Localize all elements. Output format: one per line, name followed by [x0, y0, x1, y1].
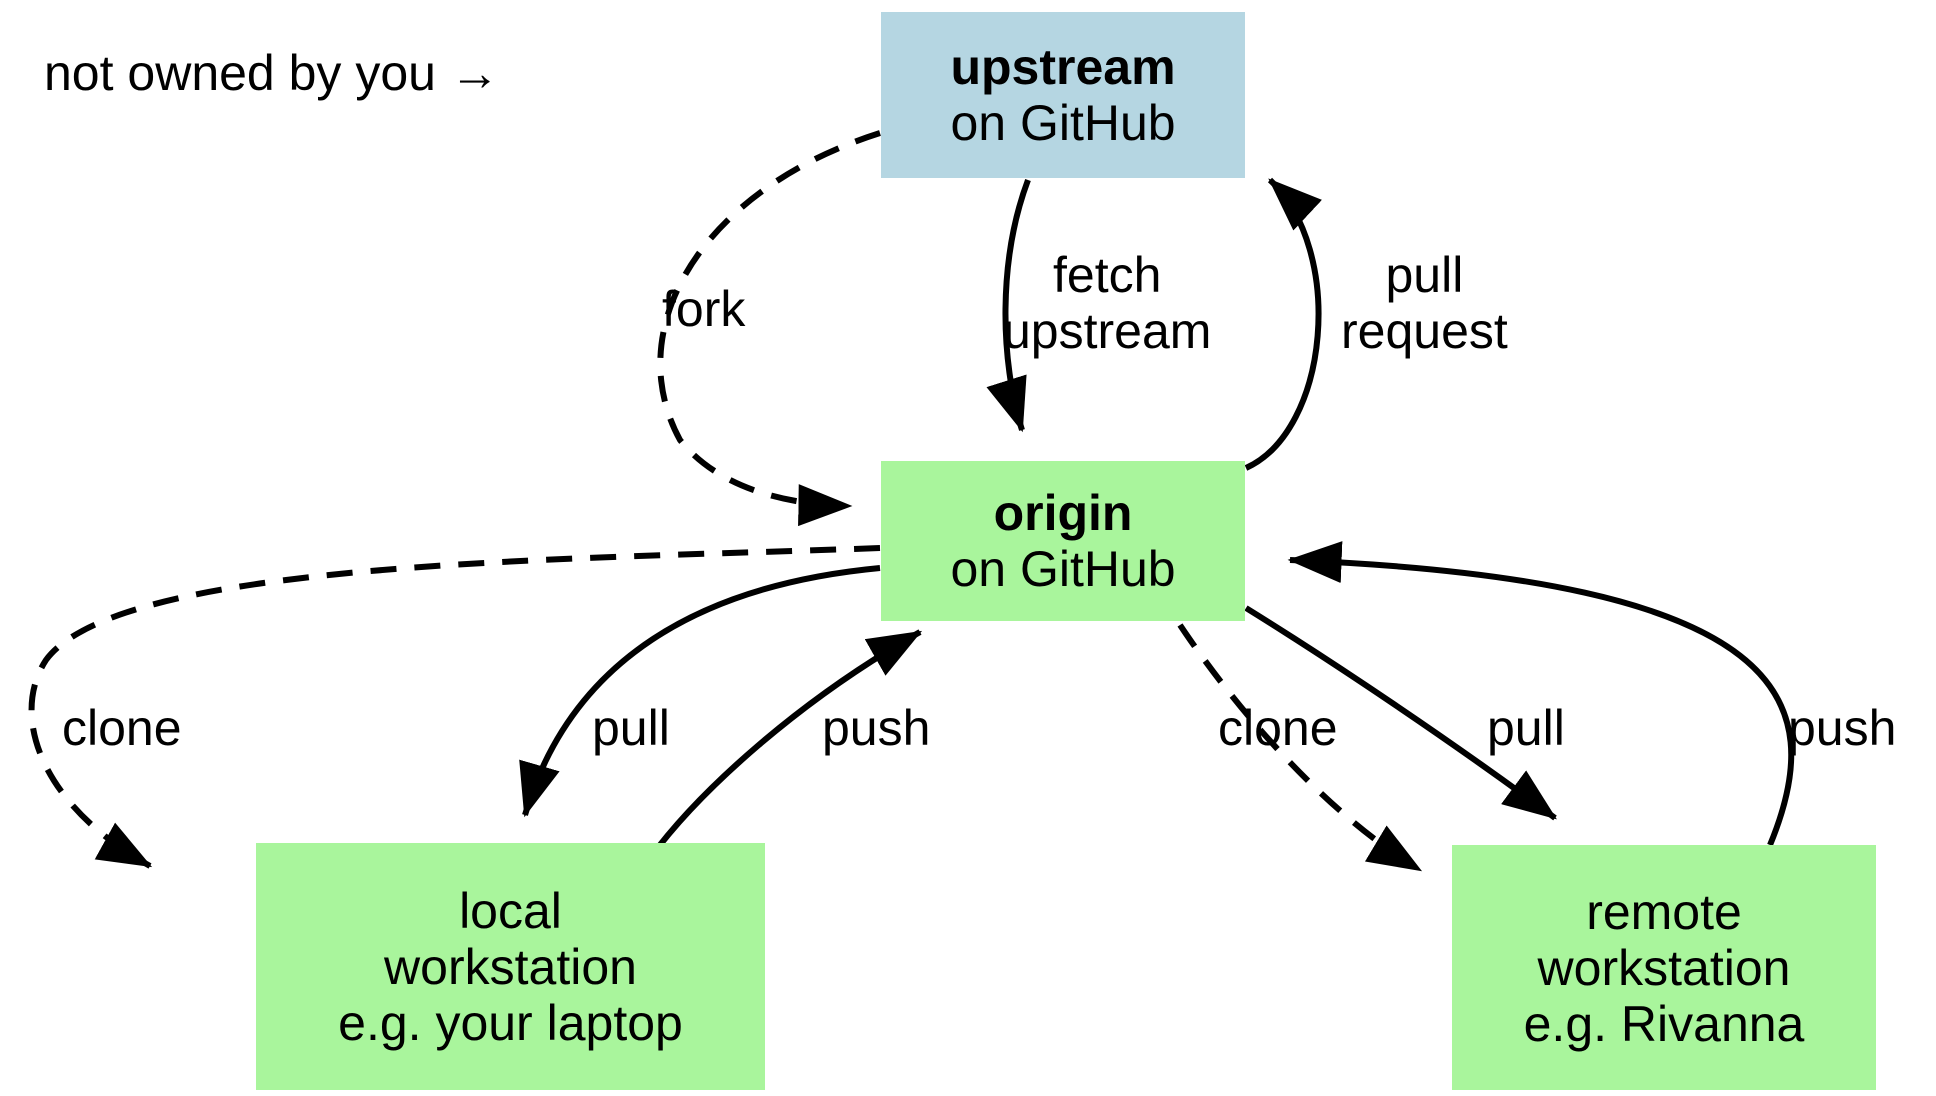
node-origin-title: origin [993, 485, 1133, 541]
edge-pull-local [519, 565, 881, 818]
edge-label-fork: fork [662, 281, 746, 337]
node-local-line3: e.g. your laptop [338, 994, 683, 1051]
node-remote-line2: workstation [1537, 939, 1791, 996]
edge-fetch-upstream [986, 178, 1031, 433]
edge-label-pull-local: pull [592, 700, 670, 756]
edge-label-clone-remote: clone [1218, 700, 1338, 756]
node-upstream[interactable]: upstream on GitHub [881, 12, 1245, 178]
node-remote-line1: remote [1586, 883, 1742, 940]
node-local-workstation[interactable]: local workstation e.g. your laptop [256, 843, 765, 1090]
edge-label-pull-remote: pull [1487, 700, 1565, 756]
node-origin-subtitle: on GitHub [950, 541, 1176, 597]
node-remote-workstation[interactable]: remote workstation e.g. Rivanna [1452, 845, 1876, 1090]
edge-label-fetch-upstream: fetch upstream [1003, 247, 1212, 359]
edge-label-push-remote: push [1788, 700, 1897, 756]
node-upstream-title: upstream [950, 39, 1176, 95]
edge-label-pull-request: pull request [1341, 247, 1508, 359]
edge-label-clone-local: clone [62, 700, 182, 756]
edge-clone-local [28, 545, 881, 869]
node-local-line1: local [459, 882, 562, 939]
edge-push-remote [1287, 541, 1795, 847]
edge-push-local [647, 629, 923, 860]
node-local-line2: workstation [384, 938, 637, 995]
edge-pull-remote [1244, 605, 1557, 821]
edge-label-push-local: push [822, 700, 931, 756]
node-upstream-subtitle: on GitHub [950, 95, 1176, 151]
node-remote-line3: e.g. Rivanna [1523, 995, 1805, 1052]
node-origin[interactable]: origin on GitHub [881, 461, 1245, 621]
edge-fork [657, 130, 881, 527]
not-owned-note: not owned by you → [44, 45, 500, 101]
edge-pull-request [1244, 177, 1323, 471]
